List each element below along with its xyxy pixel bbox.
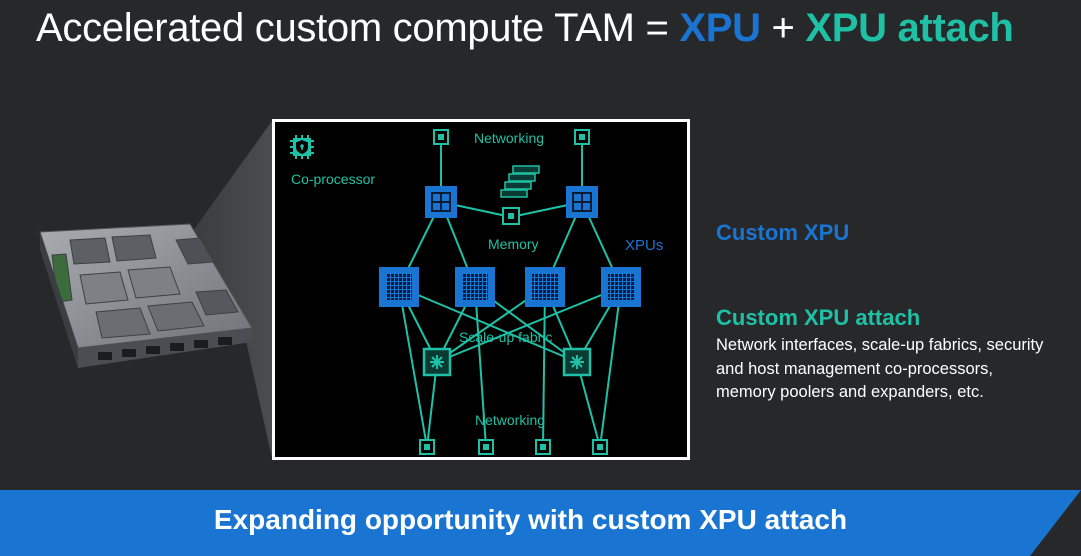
scaleup-fabric-label: Scale-up fabric [459,329,553,345]
xpu-chip-1 [379,267,419,307]
xpu-chip-3 [525,267,565,307]
custom-xpu-heading: Custom XPU [716,220,850,245]
title-xpu: XPU [679,6,761,50]
coprocessor-shield-icon [290,135,314,159]
server-components [51,234,239,339]
network-port-bottom-1 [419,439,435,455]
network-port-top-left [433,129,449,145]
server-illustration [39,121,272,458]
coprocessor-label: Co-processor [291,171,376,187]
custom-xpu-attach-heading: Custom XPU attach [716,305,921,330]
network-port-top-right [574,129,590,145]
diagram-canvas [290,129,641,455]
xpu-chip-4 [601,267,641,307]
memory-label: Memory [488,236,539,252]
fabric-switch-left [422,347,452,377]
banner-text: Expanding opportunity with custom XPU at… [213,504,848,535]
xpus-label: XPUs [625,237,664,254]
network-port-bottom-4 [592,439,608,455]
xpu-chip-2 [455,267,495,307]
projection-beam [190,121,272,458]
slide-title: Accelerated custom compute TAM = XPU + X… [36,6,1014,51]
networking-top-label: Networking [474,130,545,146]
title-plus: + [760,6,806,50]
server-front-ports [98,337,232,360]
custom-xpu-attach-description: Network interfaces, scale-up fabrics, se… [716,336,1044,401]
server-chassis-front [78,328,252,368]
memory-stack-icon [500,165,540,225]
network-port-bottom-3 [535,439,551,455]
title-prefix: Accelerated custom compute TAM = [36,6,680,50]
network-port-bottom-2 [478,439,494,455]
bottom-banner [0,490,1081,556]
switch-chip-right [566,186,598,218]
networking-bottom-label: Networking [475,412,546,428]
switch-chip-left [425,186,457,218]
diagram-panel: Co-processor Networking Memory XPUs Scal… [272,119,690,460]
title-xpu-attach: XPU attach [805,6,1014,50]
fabric-switch-right [562,347,592,377]
